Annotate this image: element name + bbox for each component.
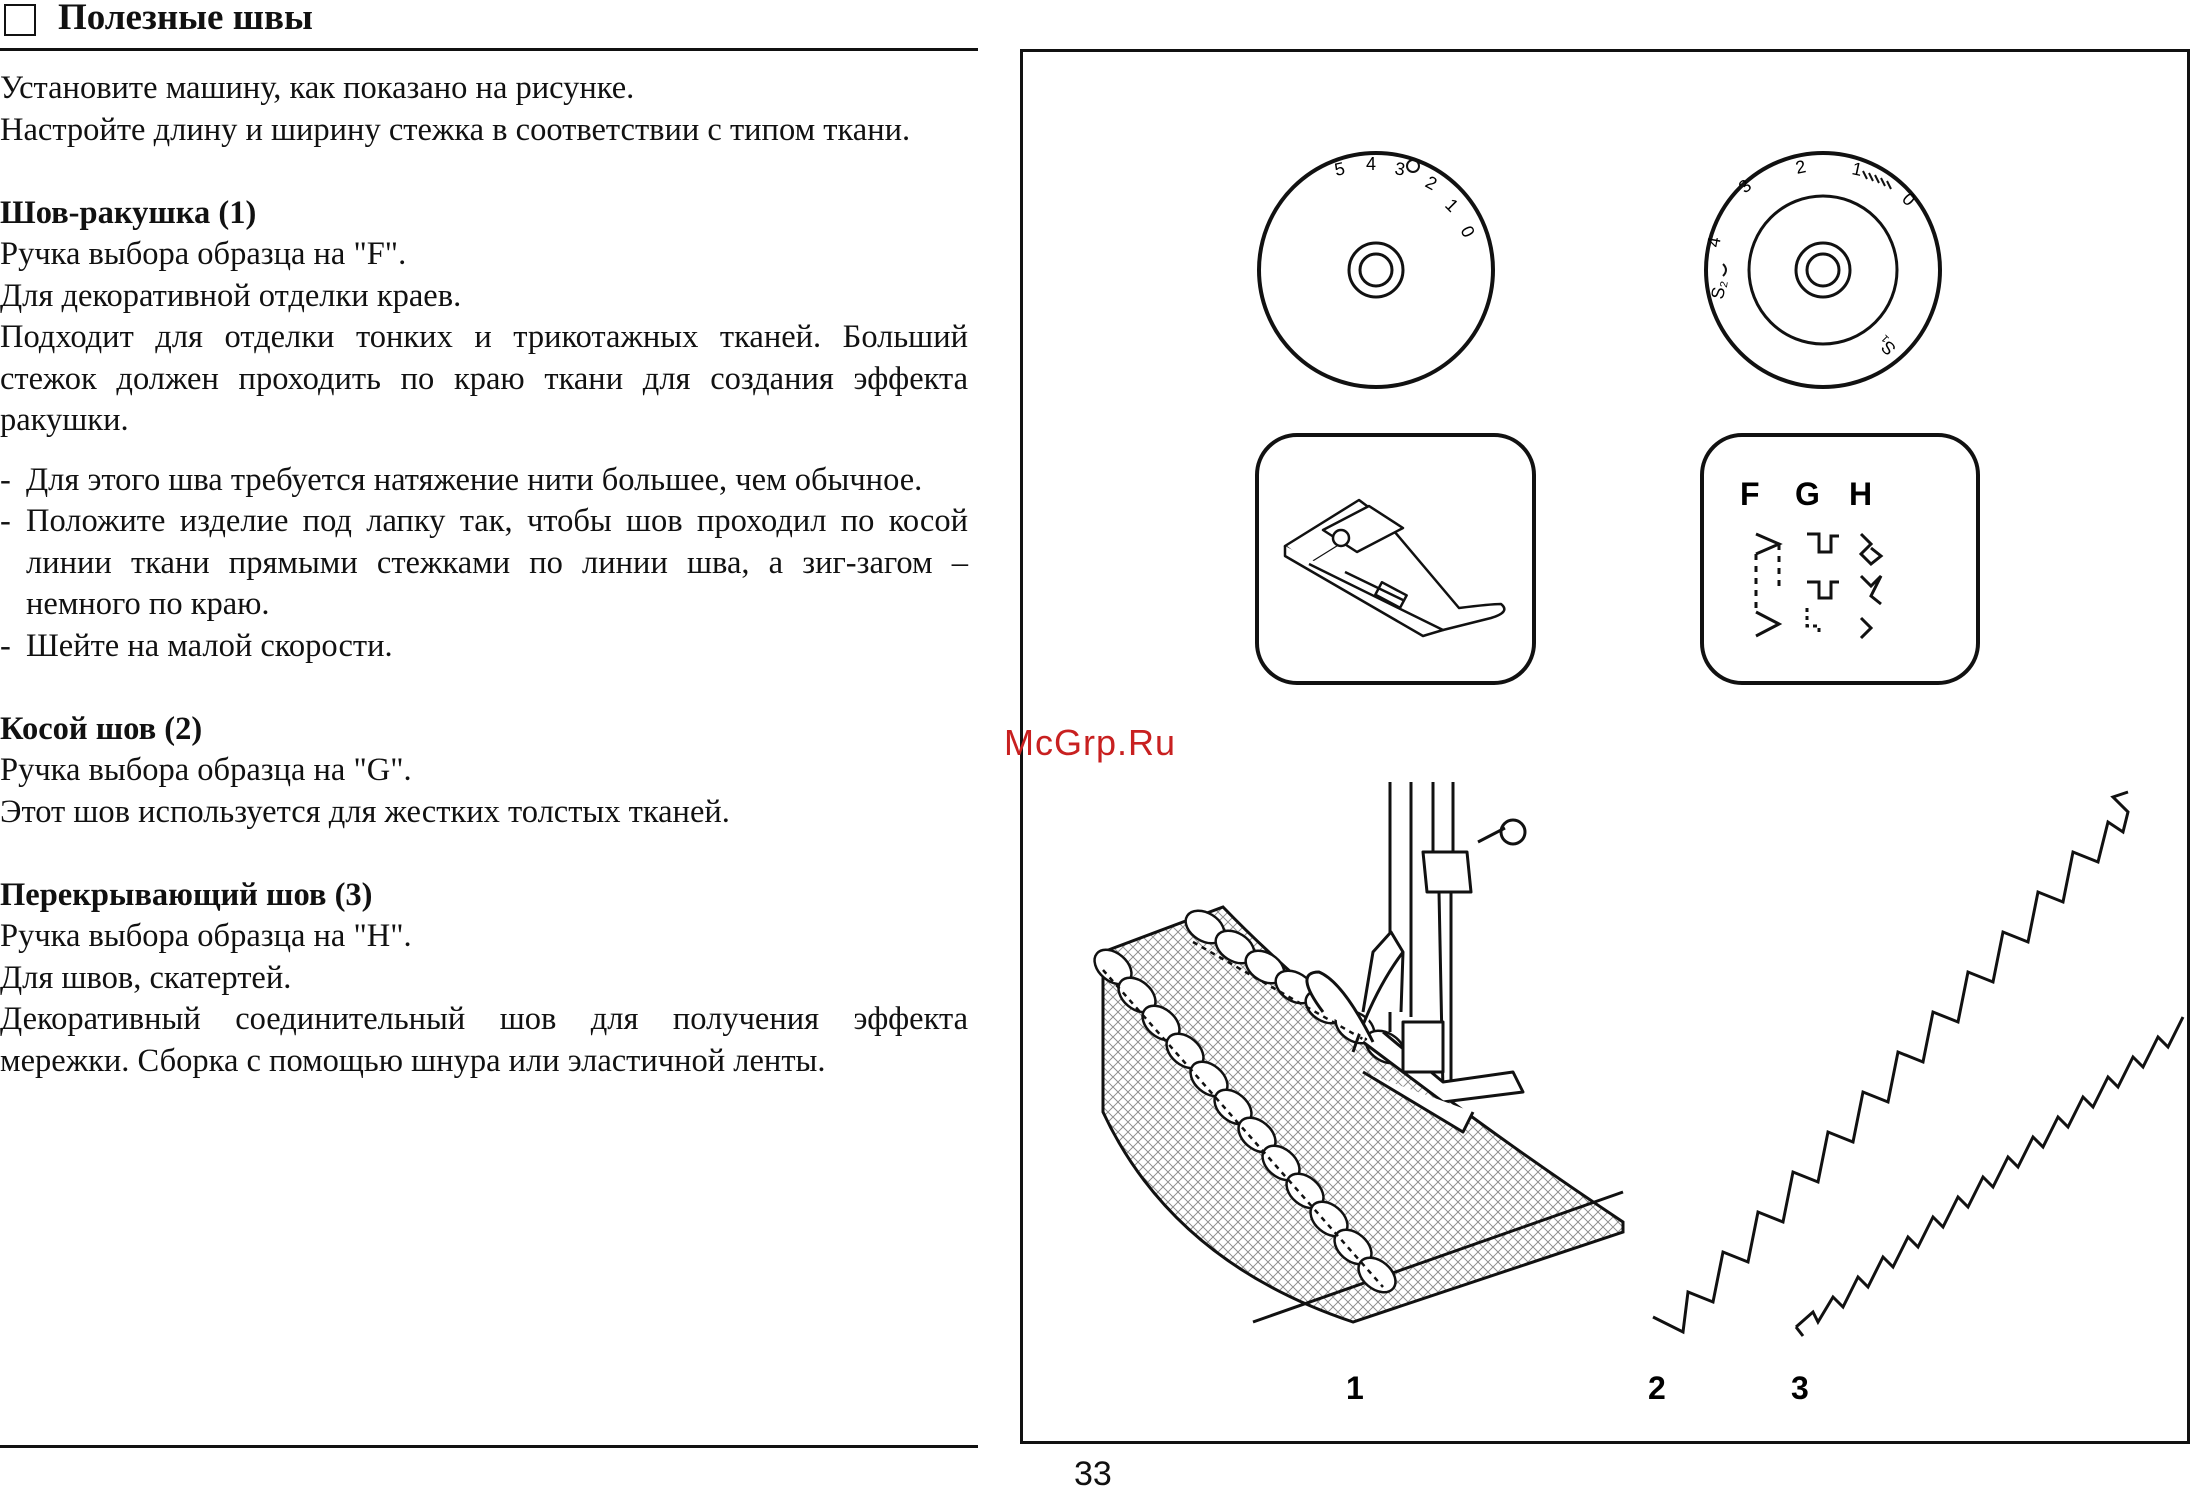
dial-mark: 3	[1393, 158, 1406, 179]
pattern-f-glyph	[1754, 532, 1783, 638]
section-1-title: Шов-ракушка (1)	[0, 194, 257, 231]
list-item: -Для этого шва требуется натяжение нити …	[0, 461, 923, 498]
presser-foot-panel	[1255, 433, 1536, 685]
section-3-purpose: Для швов, скатертей.	[0, 959, 292, 996]
pattern-letter-h: H	[1849, 476, 1872, 512]
section-2-description: Этот шов используется для жестких толсты…	[0, 793, 730, 830]
section-1-selector: Ручка выбора образца на "F".	[0, 236, 407, 272]
pattern-panel: F G H	[1700, 433, 1980, 685]
dial-mark: 4	[1366, 154, 1376, 174]
illustration: 5 4 3 2 1 0 3 2 1 0 S₂ 4 S₁	[1093, 151, 2185, 1406]
section-3-description: Декоративный соединительный шов для полу…	[0, 1001, 968, 1079]
watermark: McGrp.Ru	[1004, 722, 1177, 763]
section-1-purpose: Для декоративной отделки краев.	[0, 277, 462, 314]
presser-foot-icon	[1283, 498, 1506, 638]
overlock-stitch-illustration	[1794, 1016, 2185, 1337]
intro-line-2: Настройте длину и ширину стежка в соотве…	[0, 111, 911, 148]
page-number: 33	[1074, 1455, 1112, 1493]
section-2-title: Косой шов (2)	[0, 710, 203, 747]
page-title: Полезные швы	[58, 0, 313, 38]
instructions-column: Установите машину, как показано на рисун…	[0, 68, 968, 1082]
illustration-frame: 5 4 3 2 1 0 3 2 1 0 S₂ 4 S₁	[1020, 49, 2190, 1444]
stitch-label-2: 2	[1648, 1370, 1666, 1406]
section-3-title: Перекрывающий шов (3)	[0, 876, 373, 913]
pattern-letter-f: F	[1740, 476, 1760, 512]
sewing-machine-foot	[1305, 782, 1527, 1134]
stitch-label-3: 3	[1791, 1370, 1809, 1406]
pattern-g-glyph	[1805, 532, 1839, 636]
dial-mark: 1	[1850, 158, 1864, 180]
header-checkbox	[4, 4, 36, 36]
stitch-label-1: 1	[1346, 1370, 1364, 1406]
list-item: -Шейте на малой скорости.	[0, 627, 393, 664]
header-divider	[0, 48, 978, 51]
stitch-width-dial: 5 4 3 2 1 0	[1257, 151, 1495, 389]
section-3-selector: Ручка выбора образца на "H".	[0, 918, 412, 954]
dial-mark: S₂	[1707, 279, 1730, 301]
slant-stitch-illustration	[1652, 790, 2130, 1335]
section-1-description: Подходит для отделки тонких и трикотажны…	[0, 319, 968, 438]
list-item: -Положите изделие под лапку так, чтобы ш…	[0, 503, 968, 622]
intro-line-1: Установите машину, как показано на рисун…	[0, 70, 635, 106]
stitch-length-dial: 3 2 1 0 S₂ 4 S₁	[1703, 151, 1942, 389]
pattern-letter-g: G	[1795, 476, 1820, 512]
page-header: Полезные швы	[0, 0, 978, 52]
pattern-h-glyph	[1858, 532, 1884, 640]
section-2-selector: Ручка выбора образца на "G".	[0, 752, 412, 788]
dial-mark: 5	[1333, 158, 1347, 180]
shell-stitch-illustration	[1093, 782, 1625, 1324]
footer-divider	[0, 1445, 978, 1448]
dial-mark: 4	[1703, 235, 1724, 248]
dial-mark: 2	[1794, 156, 1808, 178]
